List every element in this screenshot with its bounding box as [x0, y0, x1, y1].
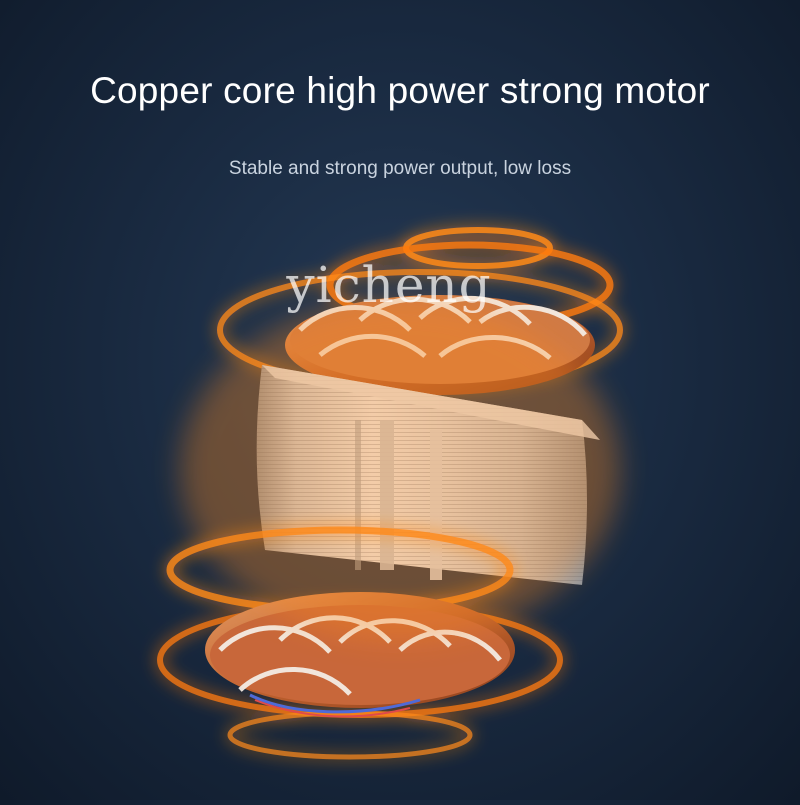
headline: Copper core high power strong motor [90, 70, 710, 111]
watermark-text: yicheng [286, 256, 492, 314]
subheadline: Stable and strong power output, low loss [228, 158, 572, 179]
